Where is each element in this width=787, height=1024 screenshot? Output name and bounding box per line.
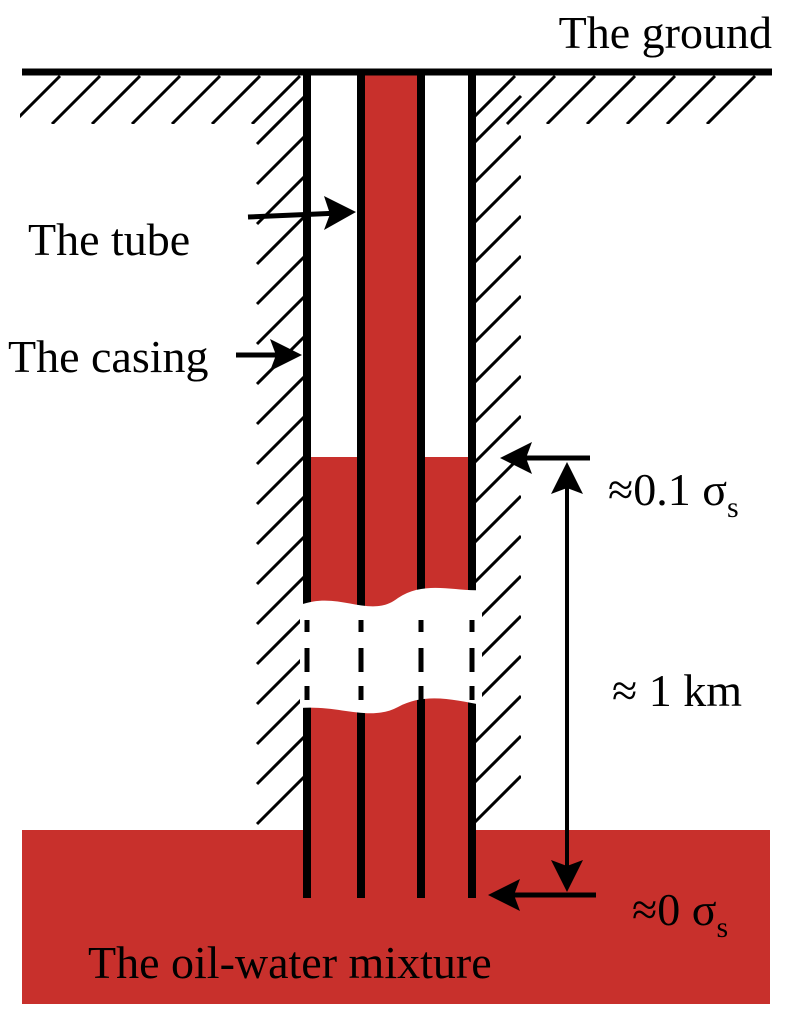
hatch-stroke bbox=[473, 214, 523, 266]
mixture-label: The oil-water mixture bbox=[88, 937, 492, 988]
hatch-stroke bbox=[170, 74, 222, 126]
hatch-stroke bbox=[473, 414, 523, 466]
hatch-stroke bbox=[255, 254, 305, 306]
hatch-stroke bbox=[255, 454, 305, 506]
bottom-level-marker bbox=[488, 879, 596, 911]
hatch-stroke bbox=[210, 74, 262, 126]
hatch-stroke bbox=[505, 74, 557, 126]
oil-water-reservoir bbox=[22, 830, 770, 1004]
hatch-stroke bbox=[473, 774, 523, 826]
hatch-stroke bbox=[473, 254, 523, 306]
hatch-stroke bbox=[665, 74, 717, 126]
bottom-stress-label: ≈0 σs bbox=[632, 884, 728, 944]
hatch-stroke bbox=[255, 534, 305, 586]
bottom-stress-value: ≈0 σ bbox=[632, 884, 717, 935]
casing-arrow bbox=[236, 339, 302, 371]
break-dashes bbox=[304, 620, 475, 700]
top-level-marker bbox=[500, 442, 590, 474]
depth-dimension-arrow bbox=[551, 462, 583, 892]
hatch-stroke bbox=[585, 74, 637, 126]
hatch-stroke bbox=[473, 534, 523, 586]
hatch-stroke bbox=[255, 414, 305, 466]
hatch-stroke bbox=[473, 294, 523, 346]
bottom-stress-subscript: s bbox=[717, 911, 729, 944]
hatch-stroke bbox=[50, 74, 102, 126]
tube-arrow bbox=[247, 196, 356, 230]
ground-hatching-left bbox=[20, 74, 305, 826]
top-stress-value: ≈0.1 σ bbox=[608, 464, 727, 515]
top-stress-label: ≈0.1 σs bbox=[608, 464, 739, 524]
ground-label: The ground bbox=[559, 7, 772, 58]
hatch-stroke bbox=[255, 774, 305, 826]
hatch-stroke bbox=[255, 94, 305, 146]
hatch-stroke bbox=[473, 134, 523, 186]
hatch-stroke bbox=[255, 294, 305, 346]
hatch-stroke bbox=[255, 134, 305, 186]
hatch-stroke bbox=[625, 74, 677, 126]
hatch-stroke bbox=[255, 574, 305, 626]
hatch-stroke bbox=[130, 74, 182, 126]
tube-fluid bbox=[360, 74, 420, 834]
casing-label: The casing bbox=[8, 331, 209, 382]
tube-label: The tube bbox=[28, 214, 190, 265]
hatch-stroke bbox=[473, 494, 523, 546]
hatch-stroke bbox=[255, 614, 305, 666]
ground-hatching-right bbox=[473, 74, 757, 826]
hatch-stroke bbox=[473, 374, 523, 426]
hatch-stroke bbox=[255, 374, 305, 426]
hatch-stroke bbox=[473, 694, 523, 746]
hatch-stroke bbox=[473, 734, 523, 786]
hatch-stroke bbox=[255, 494, 305, 546]
hatch-stroke bbox=[473, 334, 523, 386]
hatch-stroke bbox=[255, 694, 305, 746]
hatch-stroke bbox=[250, 74, 302, 126]
hatch-stroke bbox=[545, 74, 597, 126]
hatch-stroke bbox=[90, 74, 142, 126]
break-symbol bbox=[300, 587, 482, 714]
hatch-stroke bbox=[473, 94, 523, 146]
depth-label: ≈ 1 km bbox=[612, 665, 742, 716]
hatch-stroke bbox=[473, 174, 523, 226]
hatch-stroke bbox=[255, 214, 305, 266]
hatch-stroke bbox=[255, 654, 305, 706]
hatch-stroke bbox=[20, 74, 62, 126]
hatch-stroke bbox=[255, 734, 305, 786]
top-stress-subscript: s bbox=[727, 491, 739, 524]
hatch-stroke bbox=[705, 74, 757, 126]
